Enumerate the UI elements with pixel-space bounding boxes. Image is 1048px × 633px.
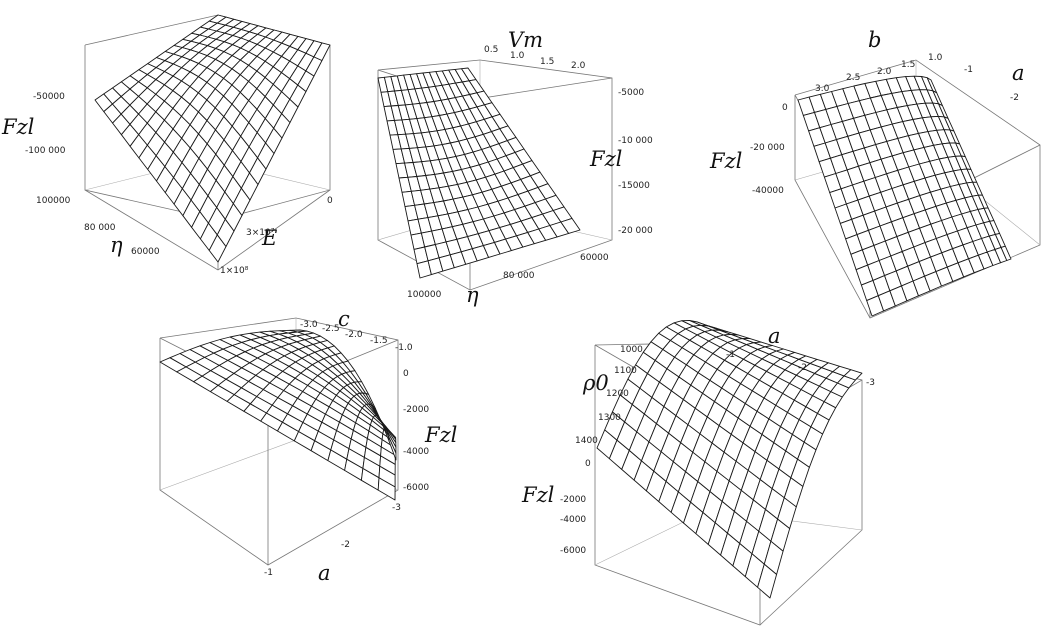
panel-5-y-tick: 1300 (598, 413, 621, 423)
panel-4-y-tick: -2.5 (322, 324, 340, 334)
panel-2-y-label: Vm (508, 28, 543, 52)
surface-cell (387, 435, 397, 461)
panel-1: -50000 -100 000 Fzl 100000 80 000 60000 … (1, 14, 333, 276)
panel-1-x-tick: 80 000 (84, 223, 116, 233)
panel-3-z-tick: -20 000 (750, 143, 785, 153)
panel-2-y-tick: 0.5 (484, 45, 498, 55)
panel-2-z-tick: -20 000 (618, 226, 653, 236)
panel-5-y-tick: 1100 (614, 366, 637, 376)
panel-1-x-tick: 100000 (36, 196, 71, 206)
panel-2-z-tick: -10 000 (618, 136, 653, 146)
panel-3-y-tick: -2 (1010, 93, 1019, 103)
panel-3-x-tick: 2.5 (846, 73, 860, 83)
panel-2-x-tick: 100000 (407, 290, 442, 300)
panel-3-y-tick: -1 (964, 65, 973, 75)
panel-5-z-tick: -2000 (560, 495, 586, 505)
panel-2-surface (377, 67, 581, 279)
panel-5-z-tick: -4000 (560, 515, 586, 525)
panel-5-z-label: Fzl (521, 483, 554, 507)
panel-4-y-label: c (338, 307, 350, 331)
panel-2-x-tick: 80 000 (503, 271, 535, 281)
panel-2: 0.5 1.0 1.5 2.0 Vm -5000 -10 000 -15000 … (377, 28, 653, 307)
panel-4-y-tick: -3.0 (300, 320, 318, 330)
panel-1-z-tick: -50000 (33, 92, 65, 102)
panel-4-z-tick: -4000 (403, 447, 429, 457)
panel-3-x-tick: 1.0 (928, 53, 943, 63)
panel-5-y-tick: 1000 (620, 345, 643, 355)
panel-2-z-label: Fzl (589, 147, 622, 171)
panel-4: c -3.0 -2.5 -2.0 -1.5 -1.0 0 -2000 -4000… (159, 307, 457, 585)
panel-1-x-tick: 60000 (131, 247, 160, 257)
panel-3-x-tick: 2.0 (877, 67, 892, 77)
panel-1-y-label: E (261, 226, 277, 250)
panel-5-y-label: ρ0 (582, 371, 609, 395)
surface-cell (313, 42, 331, 61)
panel-4-x-tick: -3 (392, 503, 401, 513)
panel-5-surface (596, 320, 863, 599)
panel-5-x-tick: -1 (726, 350, 735, 360)
panel-3-x-tick: 1.5 (901, 60, 915, 70)
panel-5-z-tick: -6000 (560, 546, 586, 556)
panel-4-z-tick: -2000 (403, 405, 429, 415)
panel-5: a -1 -2 -3 1000 1100 1200 1300 1400 ρ0 0… (521, 320, 875, 626)
panel-2-x-label: η (466, 283, 479, 307)
panel-1-y-tick: 1×10⁸ (220, 266, 249, 276)
surface-cell (843, 369, 863, 381)
panel-2-y-tick: 2.0 (571, 61, 586, 71)
panel-4-z-label: Fzl (424, 423, 457, 447)
surface-cell (560, 217, 581, 234)
panel-5-z-tick: 0 (585, 459, 591, 469)
panel-2-y-tick: 1.5 (540, 57, 554, 67)
panel-4-x-label: a (318, 561, 331, 585)
panel-3-x-label: b (868, 28, 881, 52)
panel-4-z-tick: 0 (403, 369, 409, 379)
panel-5-y-tick: 1400 (575, 436, 598, 446)
panel-2-y-tick: 1.0 (510, 51, 525, 61)
panel-1-z-label: Fzl (1, 115, 34, 139)
panel-1-x-label: η (110, 233, 123, 257)
panel-1-y-tick: 0 (327, 196, 333, 206)
panel-4-x-tick: -1 (264, 568, 273, 578)
panel-4-y-tick: -2.0 (345, 330, 363, 340)
panel-1-z-tick: -100 000 (25, 146, 66, 156)
panel-4-x-tick: -2 (341, 540, 350, 550)
panel-4-z-tick: -6000 (403, 483, 429, 493)
panel-3: b 3.0 2.5 2.0 1.5 1.0 -1 -2 a 0 -20 000 … (709, 28, 1041, 319)
surface-cell (1000, 245, 1012, 261)
panel-5-x-tick: -2 (798, 363, 807, 373)
panel-3-x-tick: 3.0 (815, 84, 830, 94)
panel-3-z-tick: -40000 (752, 186, 784, 196)
panel-4-surface (159, 329, 397, 501)
panel-2-x-tick: 60000 (580, 253, 609, 263)
panel-2-z-tick: -15000 (618, 181, 650, 191)
panel-1-surface (94, 14, 331, 263)
panel-1-y-tick: 3×10⁷ (246, 228, 275, 238)
panel-5-x-tick: -3 (866, 378, 875, 388)
panel-3-z-tick: 0 (782, 103, 788, 113)
panel-3-surface (797, 75, 1012, 317)
panel-5-y-tick: 1200 (606, 389, 629, 399)
panel-3-y-label: a (1012, 61, 1025, 85)
panel-2-z-tick: -5000 (618, 88, 644, 98)
panel-3-z-label: Fzl (709, 149, 742, 173)
panel-5-x-label: a (768, 324, 781, 348)
panel-4-y-tick: -1.5 (370, 336, 388, 346)
panel-4-y-tick: -1.0 (395, 343, 413, 353)
